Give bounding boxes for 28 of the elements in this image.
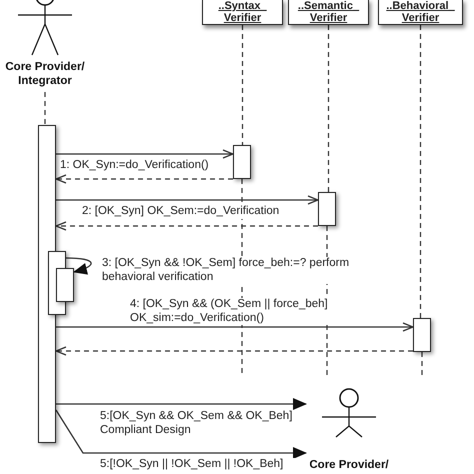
message-arrow bbox=[56, 149, 234, 159]
message-arrow bbox=[56, 195, 319, 205]
actor-name: Core Provider/ bbox=[308, 458, 390, 472]
activation-bar bbox=[413, 318, 431, 352]
message-arrow bbox=[55, 174, 233, 184]
lifeline bbox=[328, 25, 330, 192]
lifeline bbox=[44, 92, 46, 125]
lifeline bbox=[421, 352, 423, 375]
actor-name: Core Provider/ Integrator bbox=[4, 60, 86, 88]
message-arrow bbox=[55, 221, 318, 231]
object-name: ..Behavioral_ Verifier bbox=[386, 0, 456, 24]
object-box bbox=[378, 0, 463, 25]
activation-bar bbox=[318, 192, 336, 226]
object-box bbox=[202, 0, 283, 25]
activation-bar bbox=[56, 268, 74, 302]
object-box bbox=[288, 0, 369, 25]
lifeline bbox=[242, 25, 244, 145]
message-arrow bbox=[56, 322, 414, 332]
lifeline bbox=[420, 25, 422, 318]
message-arrow bbox=[66, 257, 92, 274]
object-name: ..Semantic_ Verifier bbox=[296, 0, 360, 24]
message-arrow bbox=[55, 410, 307, 459]
message-arrow bbox=[56, 398, 307, 410]
activation-bar bbox=[38, 125, 56, 443]
message-arrow bbox=[55, 346, 413, 356]
object-name: ..Syntax_ Verifier bbox=[217, 0, 268, 24]
activation-bar bbox=[233, 145, 251, 179]
message-label: 5:[!OK_Syn || !OK_Sem || !OK_Beh] bbox=[100, 458, 310, 472]
